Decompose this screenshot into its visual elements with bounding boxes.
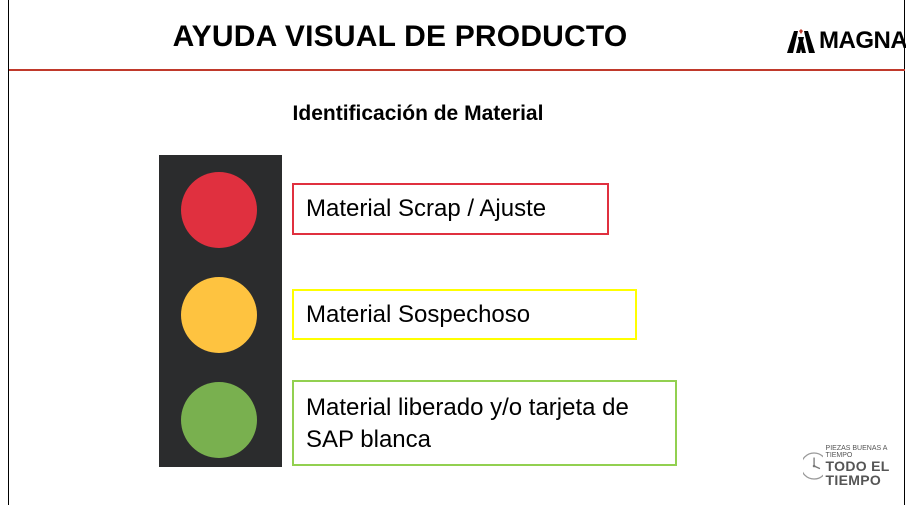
magna-logo-text: MAGNA [819,27,906,54]
clock-icon [803,452,823,480]
slide-frame [8,0,905,505]
badge-small-text: PIEZAS BUENAS A TIEMPO [825,445,888,459]
green-lamp [181,382,257,458]
magna-logo: MAGNA [786,27,906,55]
legend-yellow-label: Material Sospechoso [292,289,637,340]
page-title: AYUDA VISUAL DE PRODUCTO [172,20,628,53]
red-lamp [181,172,257,248]
badge-big-text: TODO EL TIEMPO [825,458,890,488]
header-divider [9,69,905,71]
magna-emblem-icon [787,29,815,53]
quality-badge: PIEZAS BUENAS A TIEMPO TODO EL TIEMPO [803,443,906,489]
legend-red-label: Material Scrap / Ajuste [292,183,609,235]
legend-green-label: Material liberado y/o tarjeta de SAP bla… [292,380,677,466]
yellow-lamp [181,277,257,353]
section-subtitle: Identificación de Material [292,102,544,125]
